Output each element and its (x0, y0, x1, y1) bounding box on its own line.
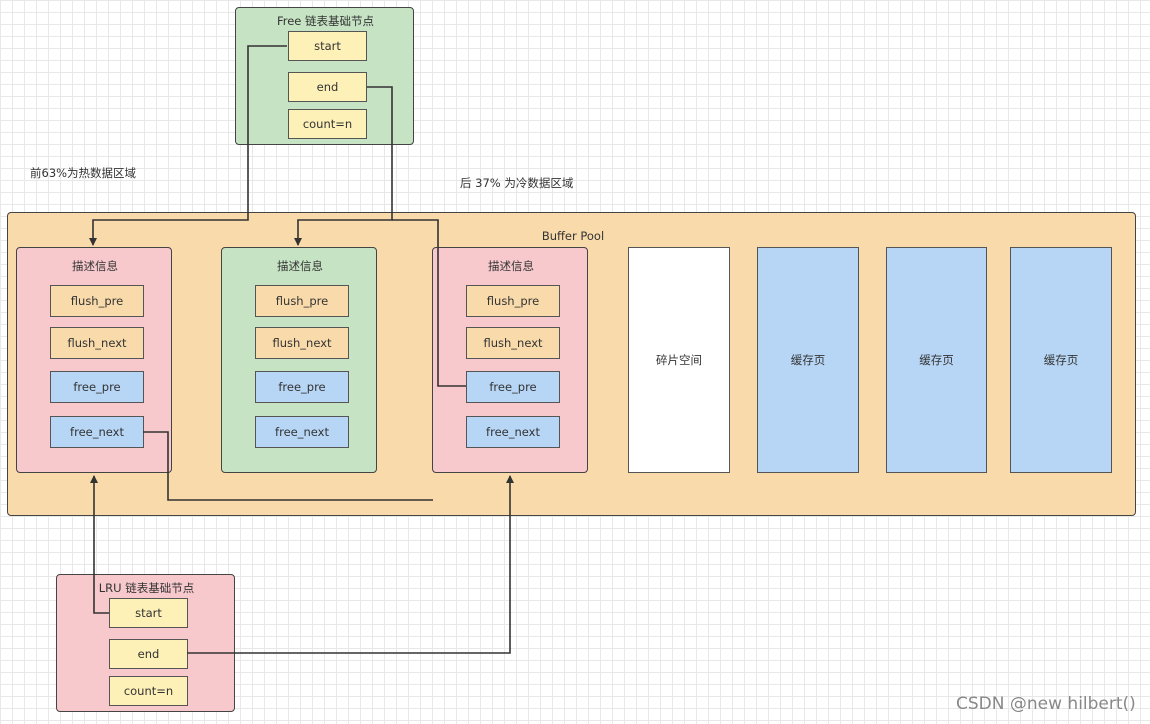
hot-region-label: 前63%为热数据区域 (30, 166, 137, 180)
free-next-field: free_next (255, 416, 349, 448)
free-end-field: end (288, 72, 367, 102)
lru-count-field: count=n (109, 676, 188, 706)
control-block-1: 描述信息 flush_pre flush_next free_pre free_… (16, 247, 172, 473)
control-block-3: 描述信息 flush_pre flush_next free_pre free_… (432, 247, 588, 473)
lru-list-node: LRU 链表基础节点 start end count=n (56, 574, 235, 712)
free-pre-field: free_pre (50, 371, 144, 403)
flush-pre-field: flush_pre (466, 285, 560, 317)
cache-page-3: 缓存页 (1010, 247, 1112, 473)
free-count-field: count=n (288, 109, 367, 139)
flush-next-field: flush_next (466, 327, 560, 359)
free-list-node-title: Free 链表基础节点 (276, 14, 375, 28)
flush-next-field: flush_next (255, 327, 349, 359)
control-block-title: 描述信息 (488, 259, 534, 273)
lru-end-field: end (109, 639, 188, 669)
free-list-node: Free 链表基础节点 start end count=n (235, 7, 414, 145)
flush-pre-field: flush_pre (255, 285, 349, 317)
watermark: CSDN @new hilbert() (956, 694, 1136, 714)
free-pre-field: free_pre (255, 371, 349, 403)
cache-page-1: 缓存页 (757, 247, 859, 473)
lru-list-node-title: LRU 链表基础节点 (98, 581, 195, 595)
cache-page-2: 缓存页 (886, 247, 987, 473)
free-next-field: free_next (466, 416, 560, 448)
cold-region-label: 后 37% 为冷数据区域 (460, 176, 574, 190)
control-block-title: 描述信息 (72, 259, 118, 273)
lru-start-field: start (109, 598, 188, 628)
flush-next-field: flush_next (50, 327, 144, 359)
control-block-2: 描述信息 flush_pre flush_next free_pre free_… (221, 247, 377, 473)
fragment-space: 碎片空间 (628, 247, 730, 473)
free-start-field: start (288, 31, 367, 61)
control-block-title: 描述信息 (277, 259, 323, 273)
flush-pre-field: flush_pre (50, 285, 144, 317)
buffer-pool-title: Buffer Pool (541, 229, 605, 243)
free-next-field: free_next (50, 416, 144, 448)
free-pre-field: free_pre (466, 371, 560, 403)
